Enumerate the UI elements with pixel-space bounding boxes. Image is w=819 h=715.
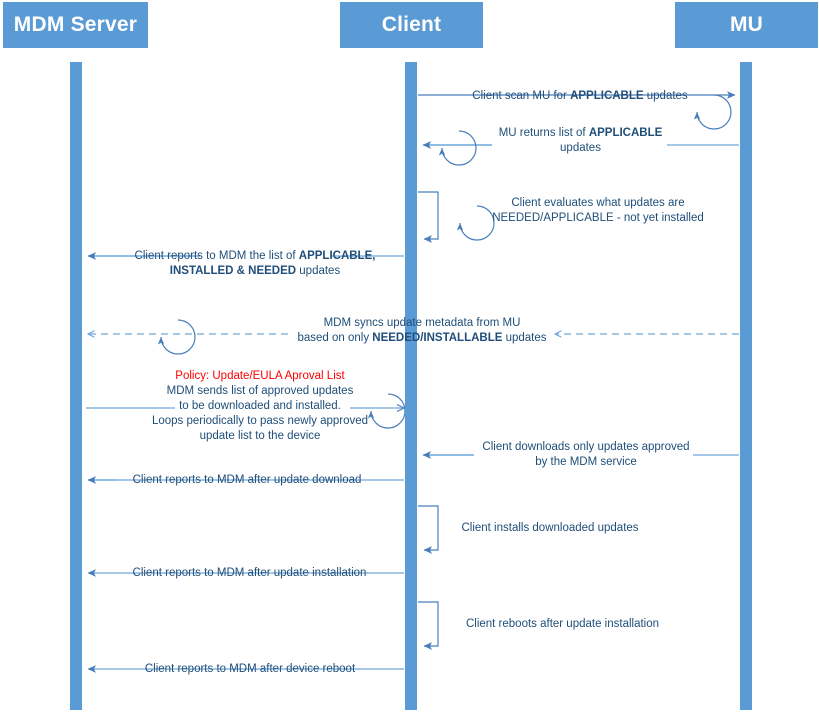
- message-label-policy-title: Policy: Update/EULA Aproval List: [175, 370, 345, 382]
- message-label-client-reboots: Client reboots after update installation: [465, 618, 660, 630]
- message-label-report-after-download: Client reports to MDM after update downl…: [132, 474, 362, 486]
- actor-label-client: Client: [381, 13, 442, 36]
- actor-header-mu[interactable]: MU: [675, 2, 818, 48]
- message-arrow-mu-returns-list[interactable]: [422, 130, 739, 166]
- message-dashed-mdm-syncs-metadata[interactable]: [88, 319, 739, 355]
- lifeline-mdm: [70, 62, 82, 710]
- actor-label-mu: MU: [729, 13, 764, 36]
- actor-header-mdm-server[interactable]: MDM Server: [3, 2, 148, 48]
- message-arrow-mdm-sends-approved-list[interactable]: [86, 384, 417, 444]
- message-self-client-evaluates[interactable]: [418, 191, 495, 243]
- actor-label-mdm-server: MDM Server: [13, 13, 138, 36]
- message-label-report-after-installation: Client reports to MDM after update insta…: [132, 567, 367, 579]
- actor-header-client[interactable]: Client: [340, 2, 483, 48]
- lifeline-mu: [740, 62, 752, 710]
- message-self-client-reboots[interactable]: [418, 601, 439, 650]
- message-arrow-client-scan-mu[interactable]: [418, 91, 736, 130]
- message-label-client-installs: Client installs downloaded updates: [461, 522, 639, 534]
- message-self-client-installs[interactable]: [418, 505, 439, 554]
- message-label-client-reports-applicable: Client reports to MDM the list of APPLIC…: [134, 250, 376, 277]
- message-label-client-scan-mu: Client scan MU for APPLICABLE updates: [472, 90, 688, 102]
- message-label-report-after-reboot: Client reports to MDM after device reboo…: [144, 663, 356, 675]
